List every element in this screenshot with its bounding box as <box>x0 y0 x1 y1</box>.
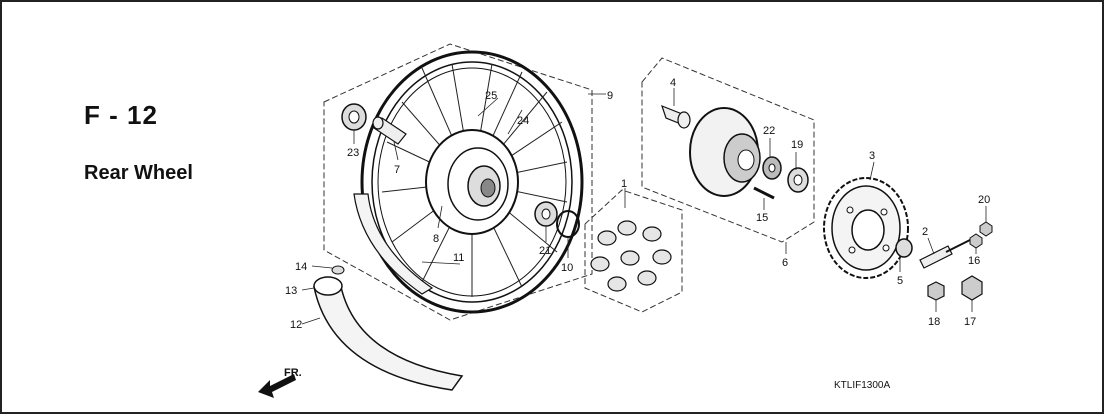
callout-11: 11 <box>453 252 464 264</box>
callout-9: 9 <box>607 90 613 102</box>
oil-seal-drawing <box>787 167 809 193</box>
callout-14: 14 <box>295 261 307 273</box>
callout-7: 7 <box>394 164 400 176</box>
callout-21: 21 <box>539 245 551 257</box>
callout-25: 25 <box>485 90 497 102</box>
hub-collar-drawing <box>661 104 691 129</box>
rim-band-drawing <box>331 265 345 275</box>
callout-16: 16 <box>968 255 980 267</box>
callout-6: 6 <box>782 257 788 269</box>
callout-8: 8 <box>433 233 439 245</box>
front-direction-arrow: FR. <box>258 367 302 398</box>
callout-17: 17 <box>964 316 976 328</box>
callout-20: 20 <box>978 194 990 206</box>
page-title: F - 12 <box>84 100 158 130</box>
callout-3: 3 <box>869 150 875 162</box>
wheel-hub-drawing <box>425 129 519 235</box>
page-subtitle: Rear Wheel <box>84 162 193 184</box>
adjusting-bolt-drawing <box>945 237 975 253</box>
callout-19: 19 <box>791 139 803 151</box>
callout-22: 22 <box>763 125 775 137</box>
hub-assembly-outline <box>641 57 815 243</box>
callout-2: 2 <box>922 226 928 238</box>
sprocket-nut-17-drawing <box>961 275 983 301</box>
callout-10: 10 <box>561 262 573 274</box>
wheel-assembly-outline <box>323 43 593 321</box>
callout-5: 5 <box>897 275 903 287</box>
tube-drawing <box>313 276 343 296</box>
tire-drawing <box>313 281 464 391</box>
bearing-21-drawing <box>534 201 558 227</box>
lock-nut-16-drawing <box>969 233 983 249</box>
side-collar-drawing <box>895 238 913 258</box>
callout-18: 18 <box>928 316 940 328</box>
damper-rubbers-drawing <box>590 220 672 292</box>
callout-24: 24 <box>517 115 529 127</box>
callout-15: 15 <box>756 212 768 224</box>
chain-adjuster-drawing <box>919 245 953 269</box>
bearing-22-drawing <box>762 156 782 180</box>
callout-23: 23 <box>347 147 359 159</box>
front-direction-label: FR. <box>284 367 302 379</box>
diagram-code: KTLIF1300A <box>834 380 891 391</box>
sprocket-drawing <box>823 177 909 279</box>
axle-nut-18-drawing <box>927 281 945 301</box>
damper-group-outline <box>584 189 683 313</box>
leader-lines <box>301 88 987 325</box>
callout-4: 4 <box>670 77 676 89</box>
callout-12: 12 <box>290 319 302 331</box>
driven-flange-drawing <box>689 107 761 197</box>
stud-bolt-drawing <box>753 186 775 200</box>
callout-13: 13 <box>285 285 297 297</box>
callout-1: 1 <box>621 178 627 190</box>
bearing-23-drawing <box>341 103 367 131</box>
rim-strip-drawing <box>353 193 434 295</box>
collar-drawing <box>372 116 407 145</box>
nut-20-drawing <box>979 221 993 237</box>
